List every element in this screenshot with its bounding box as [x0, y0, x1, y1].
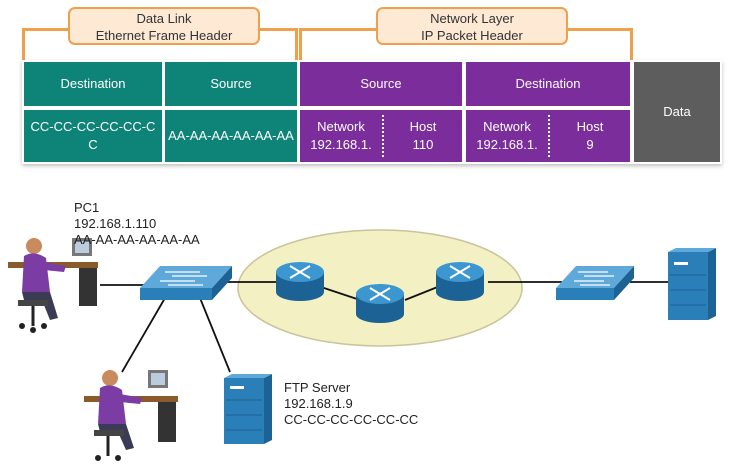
ip-dest-network: Network 192.168.1.: [466, 110, 548, 162]
network-line1: Network Layer: [430, 11, 514, 26]
ftp-label: FTP Server 192.168.1.9 CC-CC-CC-CC-CC-CC: [284, 380, 418, 428]
datalink-line1: Data Link: [136, 11, 192, 26]
ftp-server-icon: [224, 374, 272, 444]
ip-src-network-label: Network: [317, 119, 365, 134]
switch-right-icon: [556, 266, 634, 300]
ip-dest-network-label: Network: [483, 119, 531, 134]
eth-src-header: Source: [165, 62, 297, 106]
ftp-name: FTP Server: [284, 380, 351, 395]
datalink-line2: Ethernet Frame Header: [95, 28, 233, 43]
ip-dest-host: Host 9: [548, 115, 630, 157]
pc1-ip: 192.168.1.110: [74, 216, 157, 231]
ip-dest-host-label: Host: [576, 119, 604, 134]
eth-dest-header: Destination: [24, 62, 162, 106]
ip-dest-header: Destination: [466, 62, 630, 106]
ip-src-value: Network 192.168.1. Host 110: [300, 110, 462, 162]
link-switch-pc2: [121, 297, 166, 373]
server-right-icon: [668, 248, 716, 320]
router3-icon: [436, 262, 484, 301]
data-cell: Data: [634, 62, 720, 162]
ip-dest-value: Network 192.168.1. Host 9: [466, 110, 630, 162]
router1-icon: [276, 262, 324, 301]
network-line2: IP Packet Header: [421, 28, 523, 43]
pc1-workstation-icon: [8, 238, 98, 333]
link-router1-router2: [317, 285, 361, 301]
pc1-mac: AA-AA-AA-AA-AA-AA: [74, 232, 200, 247]
frame-table: Destination CC-CC-CC-CC-CC-CC Source AA-…: [22, 60, 722, 164]
ip-dest-network-value: 192.168.1.: [476, 137, 538, 152]
switch-left-icon: [140, 266, 232, 300]
ip-dest-host-value: 9: [586, 137, 594, 152]
eth-src-mac: AA-AA-AA-AA-AA-AA: [168, 128, 294, 143]
link-switch-ftp: [199, 297, 231, 373]
eth-dest-value: CC-CC-CC-CC-CC-CC: [24, 110, 162, 162]
ip-src-host: Host 110: [382, 115, 462, 157]
pc1-label: PC1 192.168.1.110 AA-AA-AA-AA-AA-AA: [74, 200, 200, 248]
eth-src-value: AA-AA-AA-AA-AA-AA: [165, 110, 297, 162]
ip-src-header: Source: [300, 62, 462, 106]
link-router2-router3: [404, 285, 441, 301]
ip-src-network: Network 192.168.1.: [300, 110, 382, 162]
eth-dest-mac: CC-CC-CC-CC-CC-CC: [30, 119, 156, 152]
ip-src-host-label: Host: [409, 119, 437, 134]
ftp-mac: CC-CC-CC-CC-CC-CC: [284, 412, 419, 427]
ip-src-host-value: 110: [412, 137, 434, 152]
pc1-name: PC1: [74, 200, 100, 215]
datalink-header-label: Data Link Ethernet Frame Header: [68, 7, 260, 45]
pc2-workstation-icon: [84, 370, 178, 461]
router2-icon: [356, 284, 404, 323]
ftp-ip: 192.168.1.9: [284, 396, 353, 411]
network-header-label: Network Layer IP Packet Header: [376, 7, 568, 45]
ip-src-network-value: 192.168.1.: [310, 137, 372, 152]
